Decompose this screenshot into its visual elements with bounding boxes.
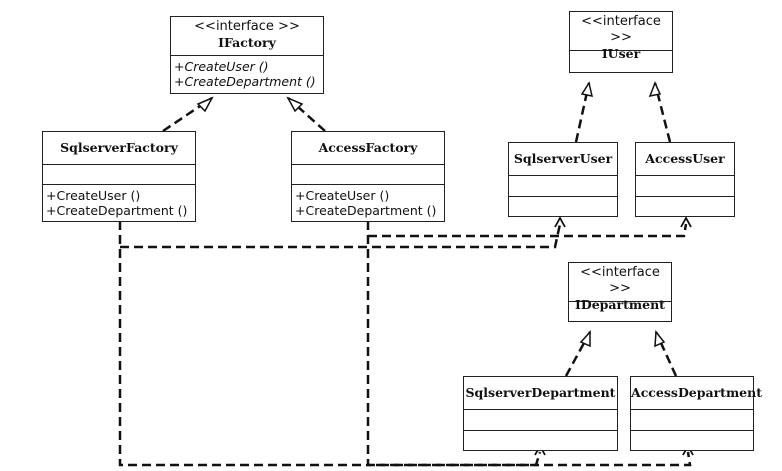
operation: +CreateDepartment () — [46, 203, 188, 218]
class-name: AccessUser — [645, 151, 725, 166]
sqlserverdepartment-class: SqlserverDepartment — [463, 376, 618, 451]
realization-arrowhead-6 — [654, 330, 666, 348]
class-name: AccessFactory — [318, 140, 418, 155]
operations-section — [631, 430, 753, 449]
realization-arrowhead-2 — [286, 96, 304, 113]
accessuser-class: AccessUser — [635, 142, 735, 217]
ifactory-interface: <<interface >> IFactory +CreateUser () +… — [170, 16, 324, 94]
stereotype-label: <<interface >> — [194, 19, 300, 34]
operation: +CreateDepartment () — [174, 74, 316, 89]
idepartment-interface: <<interface >> IDepartment — [568, 262, 672, 322]
interface-name: IUser — [601, 46, 641, 61]
dependency-line-sqlserverfactory-user — [120, 223, 562, 249]
attributes-section — [631, 409, 753, 430]
operation: +CreateUser () — [46, 188, 141, 203]
operations-section: +CreateUser () +CreateDepartment () — [171, 55, 323, 95]
sqlserveruser-class: SqlserverUser — [508, 142, 618, 217]
iuser-interface: <<interface >> IUser — [569, 11, 673, 73]
operation: +CreateUser () — [295, 188, 390, 203]
dependency-line-accessfactory-user — [368, 223, 688, 238]
operation: +CreateDepartment () — [295, 203, 437, 218]
realization-arrowhead-4 — [648, 81, 662, 98]
dependency-arrowhead-2 — [680, 216, 692, 228]
realization-line-sqlserverdepartment — [564, 331, 592, 377]
class-name: SqlserverDepartment — [465, 385, 616, 400]
sqlserverfactory-class: SqlserverFactory +CreateUser () +CreateD… — [42, 131, 196, 222]
class-name: SqlserverUser — [513, 151, 613, 166]
stereotype-label: <<interface >> — [581, 14, 661, 45]
stereotype-label: <<interface >> — [580, 265, 660, 296]
dependency-line-sqlserverfactory — [118, 221, 542, 467]
operations-section: +CreateUser () +CreateDepartment () — [43, 184, 195, 223]
interface-name: IFactory — [218, 35, 276, 50]
operations-section — [569, 301, 671, 321]
realization-arrowhead-3 — [580, 81, 593, 97]
operations-section — [509, 196, 617, 215]
accessdepartment-class: AccessDepartment — [630, 376, 762, 451]
class-name: AccessDepartment — [631, 385, 762, 400]
attributes-section — [292, 164, 444, 184]
operations-section — [464, 430, 617, 449]
attributes-section — [509, 175, 617, 196]
interface-name: IDepartment — [575, 297, 665, 312]
accessfactory-class: AccessFactory +CreateUser () +CreateDepa… — [291, 131, 445, 222]
attributes-section — [464, 409, 617, 430]
realization-arrowhead-5 — [579, 330, 591, 348]
operations-section: +CreateUser () +CreateDepartment () — [292, 184, 444, 223]
attributes-section — [636, 175, 734, 196]
operations-section — [636, 196, 734, 215]
realization-line-accessfactory — [287, 97, 326, 132]
operation: +CreateUser () — [174, 59, 269, 74]
class-name: SqlserverFactory — [60, 140, 178, 155]
realization-line-accessdepartment — [654, 331, 678, 377]
operations-section — [570, 50, 672, 72]
dependency-arrowhead-1 — [554, 216, 566, 228]
realization-arrowhead-1 — [196, 96, 214, 113]
attributes-section — [43, 164, 195, 184]
